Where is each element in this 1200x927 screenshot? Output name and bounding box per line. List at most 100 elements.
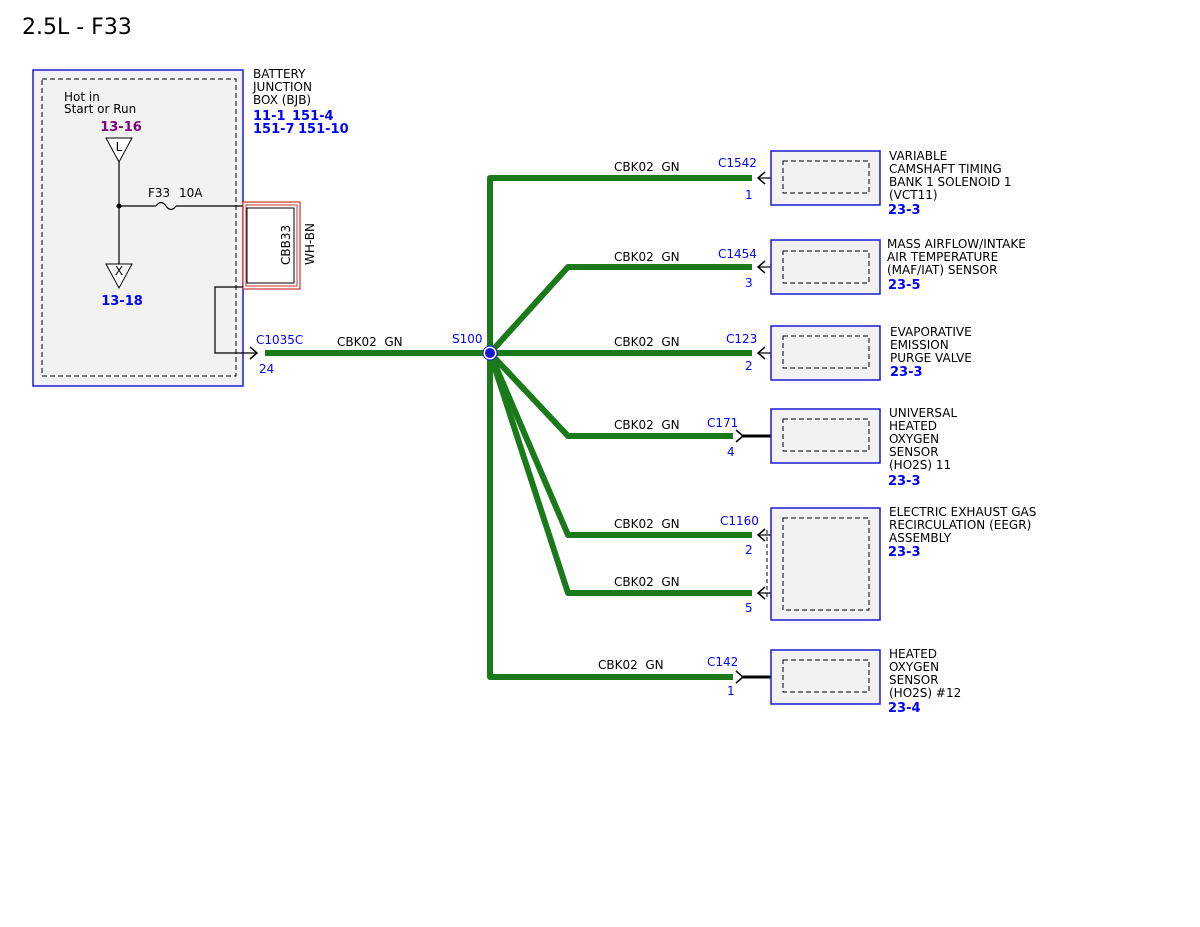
wire-label-c171: CBK02 GN [614,418,680,432]
connector-c123[interactable]: C123 [726,332,757,346]
bjb-name-line-3: BOX (BJB) [253,93,311,107]
component-box-vct11[interactable] [770,150,881,206]
wire-label-c1160-pin5: CBK02 GN [614,575,680,589]
connector-c1454[interactable]: C1454 [718,247,757,261]
bjb-ref-11-1[interactable]: 11-1 [253,109,286,124]
component-ho2s11-line-2: HEATED [889,419,937,433]
power-ref-top[interactable]: 13-16 [100,120,142,135]
component-eegr-ref[interactable]: 23-3 [888,545,921,560]
component-vct11-ref[interactable]: 23-3 [888,203,921,218]
wire-c142[interactable] [487,353,733,680]
component-ho2s11-ref[interactable]: 23-3 [888,474,921,489]
main-wire-label: CBK02 GN [337,335,403,349]
diagram-title: 2.5L - F33 [22,15,132,40]
component-eegr-line-1: ELECTRIC EXHAUST GAS [889,505,1036,519]
wire-label-c1160-pin2: CBK02 GN [614,517,680,531]
bjb-name-line-2: JUNCTION [252,80,312,94]
component-box-ho2s-12[interactable] [770,649,881,705]
bjb-ref-151-7[interactable]: 151-7 [253,122,295,137]
component-inner-maf-iat [782,250,870,284]
component-eegr-line-2: RECIRCULATION (EEGR) [889,518,1031,532]
pin-c171: 4 [727,445,735,459]
component-maf-iat-ref[interactable]: 23-5 [888,278,921,293]
bjb-output-line [214,286,256,354]
pin-c1542: 1 [745,188,753,202]
connector-c142[interactable]: C142 [707,655,738,669]
bjb-ref-151-10[interactable]: 151-10 [298,122,349,137]
hot-in-line-1: Hot in [64,90,100,104]
ground-symbol: X [115,264,123,278]
component-evap-line-2: EMISSION [890,338,949,352]
circuit-breaker-box: CBB33 WH-BN [242,201,317,290]
component-inner-eegr [782,517,870,611]
component-vct11-line-4: (VCT11) [889,188,938,202]
wire-c171[interactable] [487,350,733,439]
component-vct11-line-3: BANK 1 SOLENOID 1 [889,175,1012,189]
component-eegr: CBK02 GN CBK02 GN C1160 2 5 ELECTRIC EXH… [614,505,1036,621]
component-box-eegr[interactable] [770,507,881,621]
component-ho2s-11: CBK02 GN C171 4 UNIVERSAL HEATED OXYGEN … [614,406,957,489]
pin-24: 24 [259,362,274,376]
pin-c1160-2: 2 [745,543,753,557]
component-vct11: CBK02 GN C1542 1 VARIABLE CAMSHAFT TIMIN… [614,149,1012,218]
bjb-outline [32,69,244,387]
component-maf-iat-line-2: AIR TEMPERATURE [887,250,998,264]
wire-c1160-pin5[interactable] [487,352,752,596]
fuse-rating: 10A [179,186,203,200]
component-ho2s12-line-1: HEATED [889,647,937,661]
wire-label-c1454: CBK02 GN [614,250,680,264]
connector-arrow-c171 [735,429,745,443]
component-maf-iat-line-1: MASS AIRFLOW/INTAKE [887,237,1026,251]
hot-in-line-2: Start or Run [64,102,136,116]
component-ho2s11-line-1: UNIVERSAL [889,406,957,420]
wire-label-c142: CBK02 GN [598,658,664,672]
wire-c1542[interactable] [487,175,752,353]
component-evap-line-1: EVAPORATIVE [890,325,972,339]
fuse-label: F33 [148,186,170,200]
pin-c123: 2 [745,359,753,373]
cbb-wire-color: WH-BN [303,223,317,265]
component-ho2s12-line-2: OXYGEN [889,660,939,674]
wire-c1454[interactable] [487,264,752,356]
component-maf-iat-line-3: (MAF/IAT) SENSOR [887,263,997,277]
power-source-symbol: L [116,140,123,154]
component-box-maf-iat[interactable] [770,239,881,295]
component-eegr-line-3: ASSEMBLY [889,531,952,545]
wire-label-c123: CBK02 GN [614,335,680,349]
wire-c1160-pin2[interactable] [487,351,752,538]
connector-c171[interactable]: C171 [707,416,738,430]
bjb-name-line-1: BATTERY [253,67,306,81]
cbb-label: CBB33 [279,225,293,265]
component-evap-ref[interactable]: 23-3 [890,365,923,380]
component-box-ho2s-11[interactable] [770,408,881,464]
component-vct11-line-2: CAMSHAFT TIMING [889,162,1002,176]
pin-c1454: 3 [745,276,753,290]
component-ho2s11-line-5: (HO2S) 11 [889,458,951,472]
component-inner-vct11 [782,160,870,194]
branch-wires [487,175,752,680]
connector-c1160[interactable]: C1160 [720,514,759,528]
component-inner-ho2s-11 [782,418,870,452]
connector-arrow-c142 [735,670,745,684]
component-box-evap-purge[interactable] [770,325,881,381]
pin-c1160-5: 5 [745,601,753,615]
ground-ref-bottom[interactable]: 13-18 [101,294,143,309]
component-vct11-line-1: VARIABLE [889,149,947,163]
pin-c142: 1 [727,684,735,698]
fuse-icon [155,201,177,211]
wire-label-c1542: CBK02 GN [614,160,680,174]
splice-s100-ring [482,345,498,361]
splice-s100-dot[interactable] [483,346,497,360]
splice-s100-label[interactable]: S100 [452,332,483,346]
component-ho2s12-ref[interactable]: 23-4 [888,701,921,716]
connector-c1035c[interactable]: C1035C [256,333,303,347]
bjb-inner-outline [41,78,237,377]
component-maf-iat: CBK02 GN C1454 3 MASS AIRFLOW/INTAKE AIR… [614,237,1026,295]
component-inner-ho2s-12 [782,659,870,693]
ground-triangle-icon [105,263,133,290]
bjb-ref-151-4[interactable]: 151-4 [292,109,334,124]
connector-c1542[interactable]: C1542 [718,156,757,170]
component-ho2s11-line-4: SENSOR [889,445,939,459]
power-source-triangle-icon [105,137,133,164]
